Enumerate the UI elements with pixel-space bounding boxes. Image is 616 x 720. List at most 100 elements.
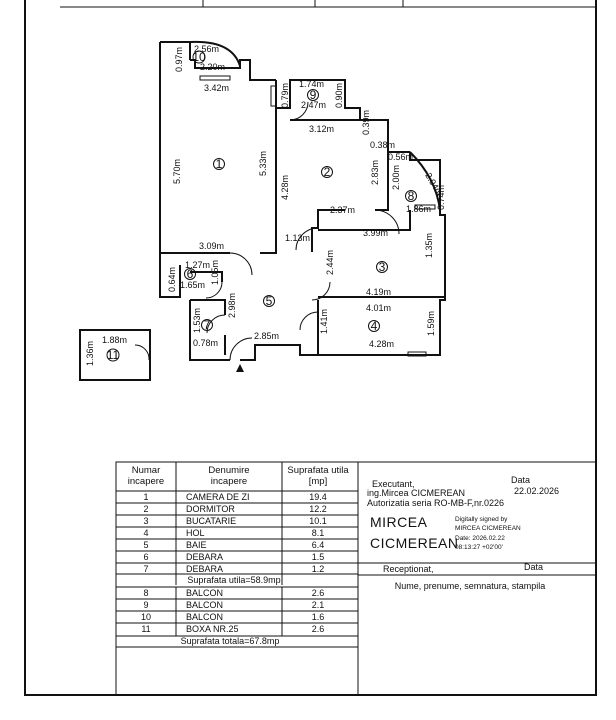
row-name: BALCON <box>186 588 223 598</box>
row-area: 1.6 <box>312 612 325 622</box>
dimension-label: 0.38m <box>370 140 395 150</box>
dimension-label: 2.44m <box>325 250 335 275</box>
dimension-label: 0.79m <box>280 83 290 108</box>
row-number: 2 <box>143 504 148 514</box>
row-number: 1 <box>143 492 148 502</box>
room-number: 6 <box>187 267 194 281</box>
dimension-labels: 2.56m 0.97m 2.20m 3.42m 5.70m 5.33m 3.09… <box>85 44 446 366</box>
dimension-label: 1.59m <box>426 311 436 336</box>
row-number: 3 <box>143 516 148 526</box>
dimension-label: 0.97m <box>174 47 184 72</box>
executant-date: 22.02.2026 <box>514 486 559 496</box>
dimension-label: 2.20m <box>200 62 225 72</box>
dimension-label: 1.41m <box>319 309 329 334</box>
door-swing <box>374 209 400 235</box>
row-number: 6 <box>143 552 148 562</box>
row-name: BALCON <box>186 612 223 622</box>
subtotal-row: Suprafata utila=58.9mp <box>187 575 280 585</box>
dimension-label: 1.53m <box>192 308 202 333</box>
door-swing <box>295 227 319 251</box>
executant-authorization: Autorizatia seria RO-MB-F,nr.0226 <box>367 498 504 508</box>
dimension-label: 3.09m <box>199 241 224 251</box>
dimension-label: 0.78m <box>193 338 218 348</box>
row-area: 19.4 <box>309 492 327 502</box>
total-row: Suprafata totala=67.8mp <box>181 636 280 646</box>
dimension-label: 1.74m <box>299 79 324 89</box>
header-col2-line1: Denumire <box>208 465 249 476</box>
row-area: 12.2 <box>309 504 327 514</box>
dimension-label: 1.36m <box>85 341 95 366</box>
executant-box: Executant, Data ing.Mircea CICMEREAN 22.… <box>357 461 597 696</box>
room-number: 5 <box>266 294 273 308</box>
executant-label: Executant, <box>372 479 415 489</box>
door-swing <box>229 337 253 361</box>
executant-name: ing.Mircea CICMEREAN <box>367 488 465 498</box>
dimension-label: 3.12m <box>309 124 334 134</box>
plan-wall <box>159 42 181 298</box>
room-number: 7 <box>204 318 211 332</box>
window <box>199 75 231 81</box>
room-numbers: 1 2 3 4 5 6 7 8 9 10 11 <box>106 50 417 362</box>
dimension-label: 0.56m <box>388 152 413 162</box>
row-name: BAIE <box>186 540 207 550</box>
door-swing <box>311 281 331 301</box>
dimension-label: 0.39m <box>361 110 371 135</box>
window <box>407 351 427 357</box>
header-col2-line2: incapere <box>211 476 247 487</box>
door-swing <box>205 281 223 299</box>
signature-line2: MIRCEA CICMEREAN <box>455 525 521 532</box>
row-name: BUCATARIE <box>186 516 236 526</box>
dimension-label: 3.99m <box>363 228 388 238</box>
balcony-arc <box>409 151 441 211</box>
room-number: 3 <box>379 260 386 274</box>
dimension-label: 1.86m <box>406 204 431 214</box>
signature-name-line1: MIRCEA <box>370 514 428 530</box>
row-name: BOXA NR.25 <box>186 624 239 634</box>
dimension-label: 2.56m <box>194 44 219 54</box>
dimension-label: 2.83m <box>370 160 380 185</box>
room-number: 10 <box>192 50 206 64</box>
row-number: 11 <box>141 624 150 634</box>
entrance-marker <box>236 364 244 372</box>
dimension-label: 4.28m <box>369 339 394 349</box>
dimension-label: 2.85m <box>254 331 279 341</box>
room-number: 2 <box>324 165 331 179</box>
window <box>414 204 436 210</box>
boxa-outline <box>79 329 151 381</box>
room-number: 1 <box>216 157 223 171</box>
signature-name-line2: CICMEREAN <box>370 535 459 551</box>
row-area: 1.5 <box>312 552 325 562</box>
dimension-label: 0.64m <box>167 267 177 292</box>
door-swing <box>299 311 319 331</box>
door-swing <box>229 252 253 276</box>
row-name: DEBARA <box>186 564 223 574</box>
receptionat-date-label: Data <box>524 562 543 572</box>
row-area: 2.6 <box>312 588 325 598</box>
dimension-label: 2.37m <box>330 205 355 215</box>
door-swing <box>289 101 309 121</box>
header-col3-line2: [mp] <box>309 476 327 487</box>
dimension-label: 5.33m <box>258 151 268 176</box>
signature-line4: 08:13:27 +02'00' <box>455 544 503 551</box>
room-number: 9 <box>310 88 317 102</box>
executant-date-label: Data <box>511 475 530 485</box>
row-area: 2.1 <box>312 600 325 610</box>
receptionat-label: Receptionat, <box>383 564 434 574</box>
row-area: 1.2 <box>312 564 325 574</box>
row-area: 8.1 <box>312 528 325 538</box>
row-area: 6.4 <box>312 540 325 550</box>
dimension-label: 0.90m <box>334 83 344 108</box>
dimension-label: 1.88m <box>102 335 127 345</box>
dimension-label: 1.65m <box>180 280 205 290</box>
row-number: 7 <box>143 564 148 574</box>
dimension-label: 4.19m <box>366 287 391 297</box>
room-number: 11 <box>107 348 120 362</box>
rooms-table: Numar incapere Denumire incapere Suprafa… <box>115 461 359 696</box>
room-number: 4 <box>371 319 378 333</box>
row-number: 4 <box>143 528 148 538</box>
dimension-label: 1.05m <box>210 260 220 285</box>
signature-line1: Digitally signed by <box>455 516 508 523</box>
row-area: 10.1 <box>309 516 327 526</box>
dimension-label: 2.00m <box>391 165 401 190</box>
